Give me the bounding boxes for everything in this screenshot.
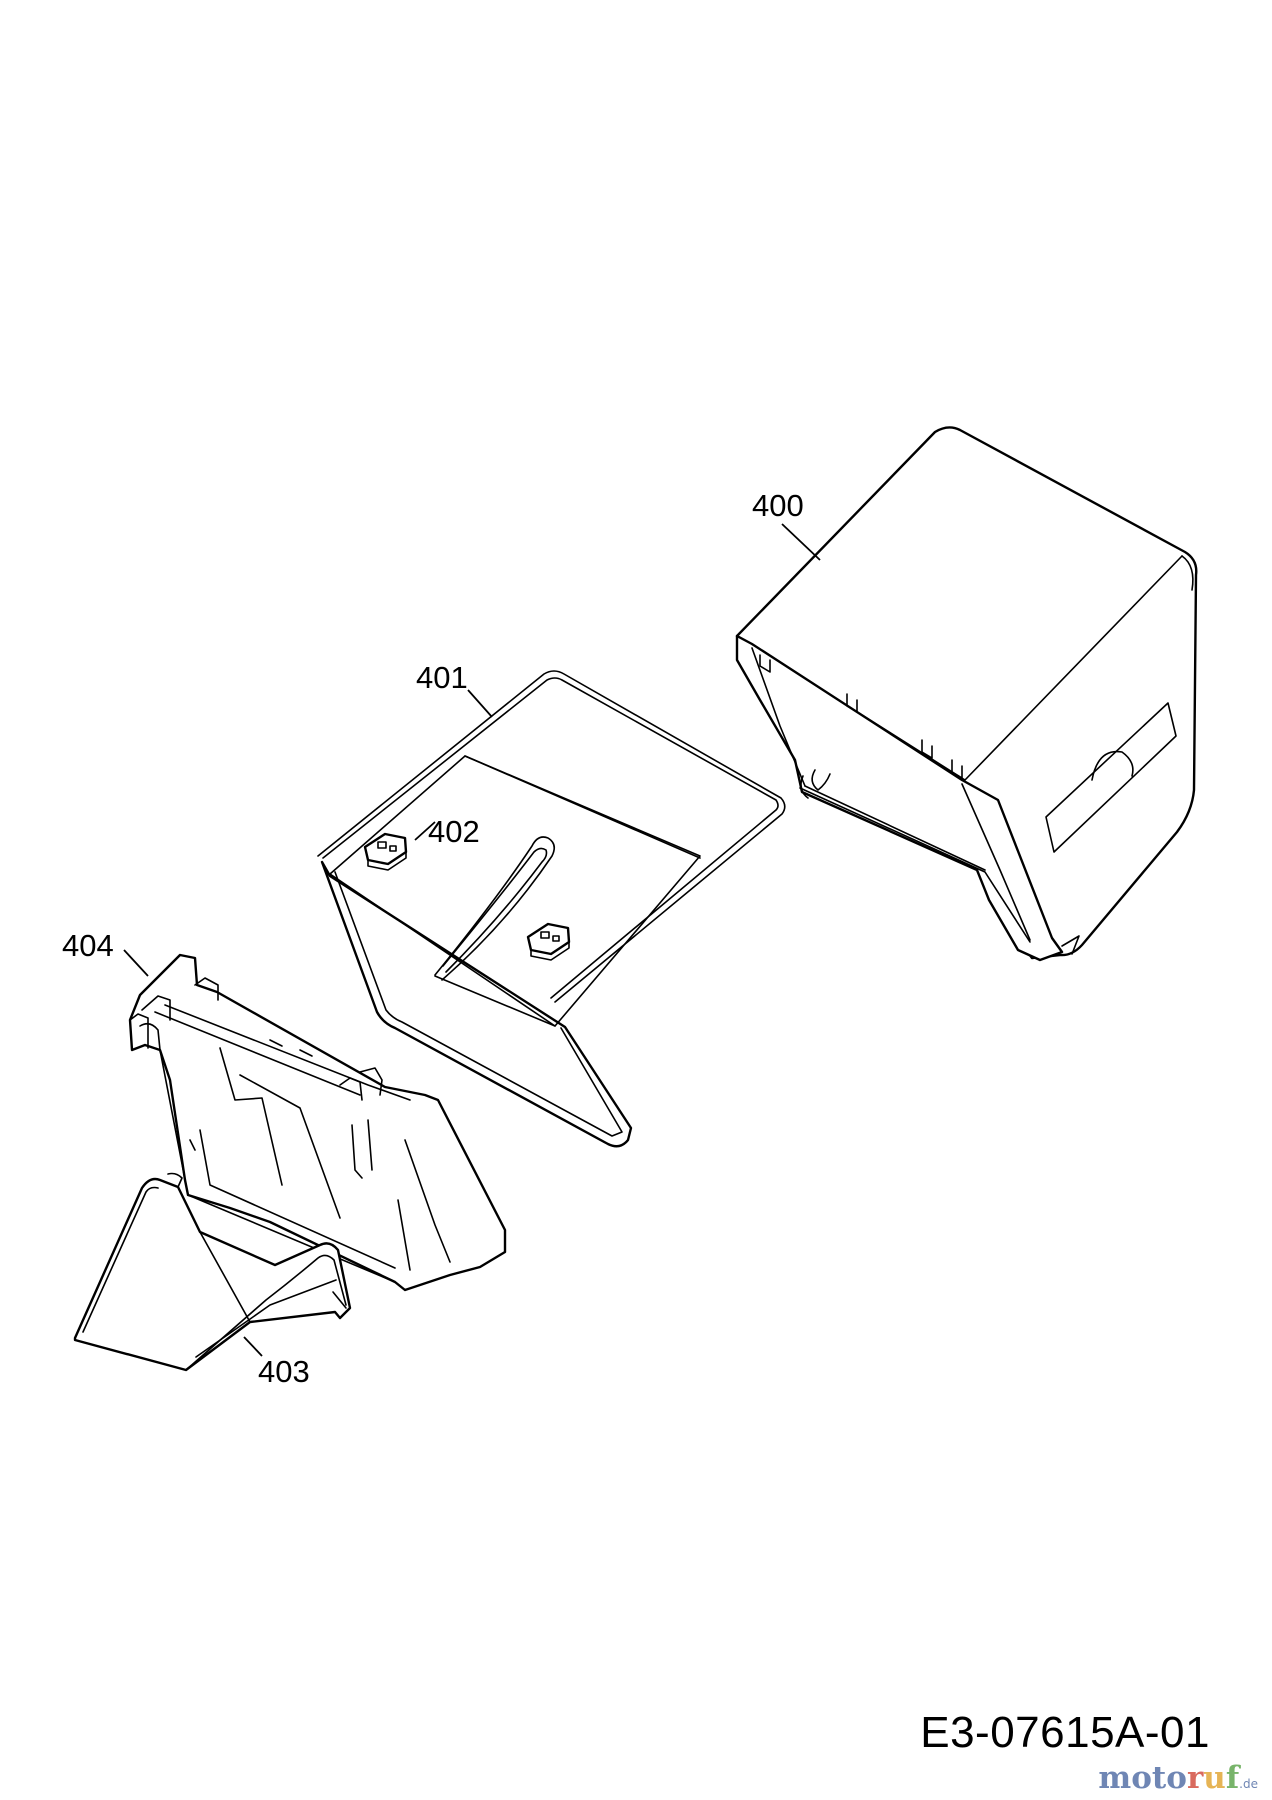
drawing-code: E3-07615A-01: [920, 1708, 1210, 1757]
leader-404: [123, 949, 149, 977]
part-401-frame: [317, 670, 786, 1148]
callout-leaders: [123, 523, 821, 1357]
leader-401: [467, 689, 493, 718]
callout-403: 403: [258, 1354, 310, 1389]
callout-400: 400: [752, 488, 804, 523]
part-402-clip-upper: [363, 832, 408, 871]
part-402-clip-lower: [526, 922, 571, 961]
part-403-discharge-chute: [73, 1172, 352, 1372]
callout-labels: 400 401 402 404 403: [62, 488, 804, 1389]
leader-403: [243, 1336, 263, 1357]
leader-400: [781, 523, 821, 561]
part-400-catcher-bag: [735, 426, 1198, 962]
callout-401: 401: [416, 660, 468, 695]
leader-402: [414, 821, 436, 841]
callout-404: 404: [62, 928, 114, 963]
watermark-logo: motoruf.de: [1098, 1760, 1258, 1796]
part-404-mount-frame: [128, 953, 507, 1292]
callout-402: 402: [428, 814, 480, 849]
